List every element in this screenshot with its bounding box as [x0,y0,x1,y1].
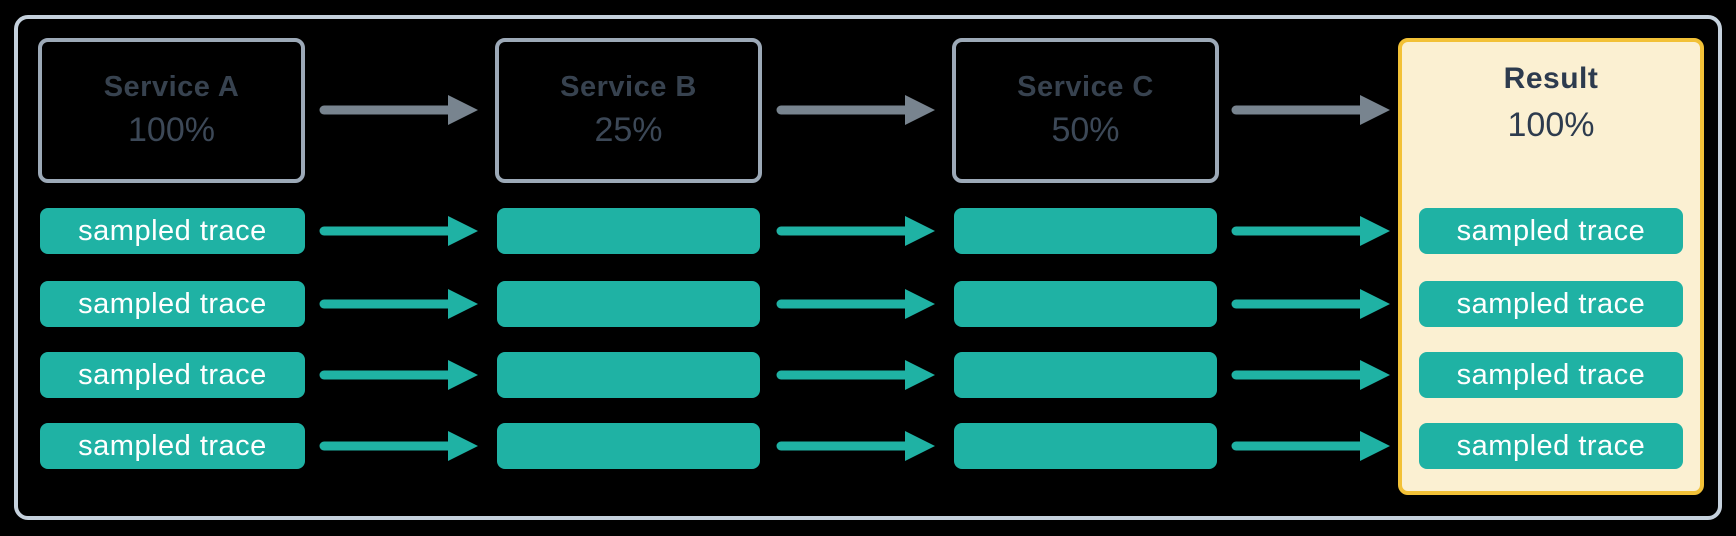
service-c-rate: 50% [1051,111,1120,149]
service-c-title: Service C [1017,71,1154,103]
arrow-icon-service-b-to-c [776,95,935,125]
trace-bar-a-2: sampled trace [40,281,305,327]
arrow-icon-trace-c-to-result-row3 [1231,360,1390,390]
trace-bar-a-3: sampled trace [40,352,305,398]
trace-bar-result-1: sampled trace [1419,208,1683,254]
trace-bar-a-1: sampled trace [40,208,305,254]
service-a-box: Service A 100% [38,38,305,183]
result-header: Result 100% [1398,62,1704,145]
arrow-icon-trace-a-to-b-row2 [319,289,478,319]
trace-bar-b-1 [497,208,760,254]
arrow-icon-trace-a-to-b-row3 [319,360,478,390]
trace-bar-c-3 [954,352,1217,398]
trace-bar-result-4: sampled trace [1419,423,1683,469]
trace-bar-c-4 [954,423,1217,469]
trace-bar-b-2 [497,281,760,327]
trace-bar-b-4 [497,423,760,469]
trace-bar-b-3 [497,352,760,398]
service-a-title: Service A [103,71,240,103]
trace-bar-c-1 [954,208,1217,254]
arrow-icon-trace-c-to-result-row1 [1231,216,1390,246]
trace-bar-result-2: sampled trace [1419,281,1683,327]
service-c-box: Service C 50% [952,38,1219,183]
arrow-icon-service-a-to-b [319,95,478,125]
trace-bar-c-2 [954,281,1217,327]
result-rate: 100% [1507,106,1595,144]
service-b-box: Service B 25% [495,38,762,183]
result-box [1398,38,1704,495]
arrow-icon-trace-a-to-b-row4 [319,431,478,461]
service-a-rate: 100% [128,111,215,149]
arrow-icon-trace-b-to-c-row1 [776,216,935,246]
diagram-frame [14,15,1722,520]
arrow-icon-trace-c-to-result-row2 [1231,289,1390,319]
arrow-icon-trace-b-to-c-row4 [776,431,935,461]
service-b-title: Service B [560,71,697,103]
trace-bar-result-3: sampled trace [1419,352,1683,398]
arrow-icon-trace-b-to-c-row3 [776,360,935,390]
trace-bar-a-4: sampled trace [40,423,305,469]
arrow-icon-trace-b-to-c-row2 [776,289,935,319]
result-title: Result [1503,62,1599,95]
arrow-icon-trace-c-to-result-row4 [1231,431,1390,461]
arrow-icon-service-c-to-result [1231,95,1390,125]
service-b-rate: 25% [594,111,663,149]
arrow-icon-trace-a-to-b-row1 [319,216,478,246]
